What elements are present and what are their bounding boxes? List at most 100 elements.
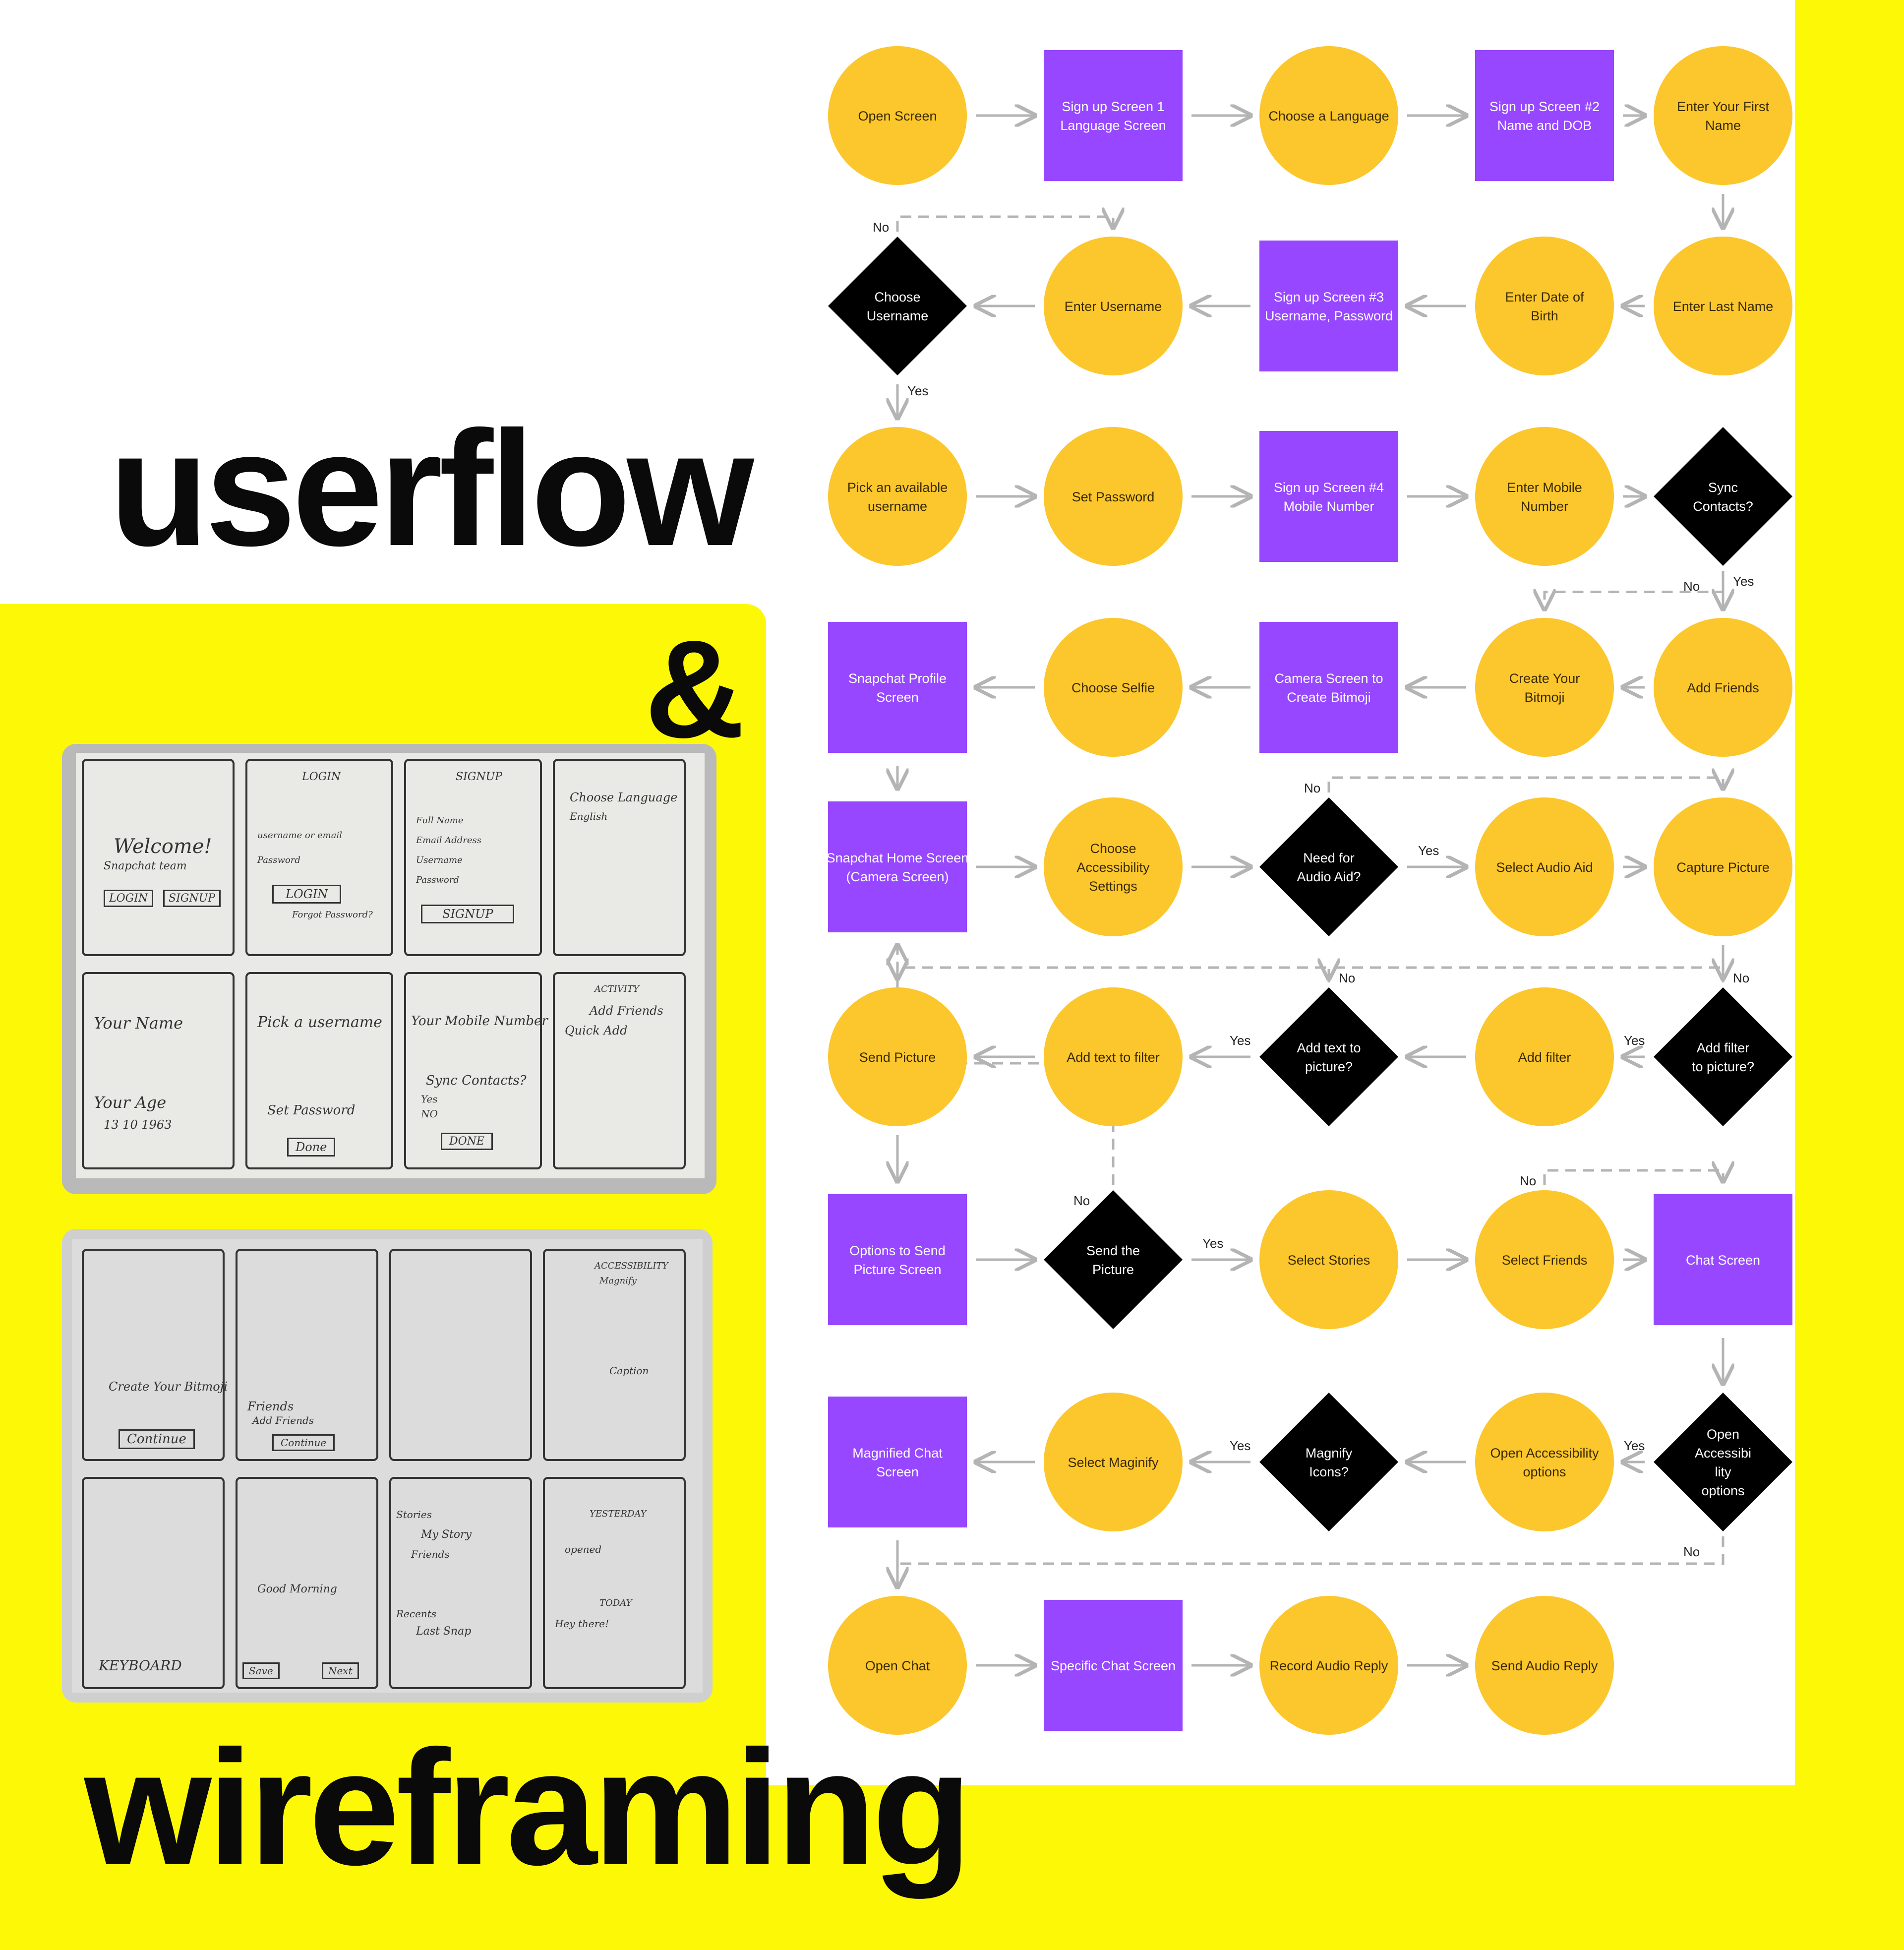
flow-edge-label: No <box>1520 1173 1536 1188</box>
flow-node-n2: Sign up Screen 1 Language Screen <box>1044 50 1183 181</box>
flow-node-label: Enter Your First <box>1677 99 1770 114</box>
flow-circle <box>1475 427 1614 566</box>
flow-circle <box>1044 237 1183 375</box>
flow-node-n44: Send Audio Reply <box>1475 1596 1614 1735</box>
flow-edge-label: Yes <box>1230 1033 1250 1048</box>
flow-edge-label: Yes <box>1202 1236 1223 1251</box>
flow-node-label: Camera Screen to <box>1274 671 1383 686</box>
flow-circle <box>1475 987 1614 1126</box>
flow-node-label: Accessibility <box>1076 860 1150 875</box>
flow-node-label: Accessibi <box>1695 1446 1751 1461</box>
flow-screen <box>828 622 967 753</box>
flow-circle <box>1475 1393 1614 1531</box>
flow-edge <box>1543 1170 1723 1185</box>
flow-circle <box>1259 1596 1398 1735</box>
flow-circle <box>1044 797 1183 936</box>
wireframe-add-friends: ACTIVITY Add Friends Quick Add <box>553 972 686 1169</box>
flow-circle <box>1044 987 1183 1126</box>
flow-edge-label: No <box>1683 579 1700 594</box>
flow-node-label: Record Audio Reply <box>1270 1658 1388 1673</box>
flow-node-label: options <box>1523 1464 1566 1479</box>
flow-edge <box>897 968 1330 982</box>
flow-node-label: Magnified Chat <box>852 1446 943 1461</box>
flow-node-label: Picture <box>1092 1262 1134 1277</box>
flow-node-label: Pick an available <box>847 480 948 495</box>
flow-circle <box>828 427 967 566</box>
flow-edge <box>1329 968 1725 982</box>
flow-node-n42: Specific Chat Screen <box>1044 1600 1183 1731</box>
flow-node-label: Open Chat <box>865 1658 930 1673</box>
flow-edge <box>1327 778 1723 792</box>
flow-node-label: Set Password <box>1072 489 1155 504</box>
flow-edge-label: No <box>1339 971 1355 985</box>
flow-node-n26: Send Picture <box>828 987 967 1126</box>
flow-node-label: Language Screen <box>1060 118 1166 133</box>
flow-node-label: Options to Send <box>849 1243 946 1258</box>
flow-screen <box>828 801 967 932</box>
flow-node-n35: Chat Screen <box>1654 1194 1792 1325</box>
flow-node-n25: Capture Picture <box>1654 797 1792 936</box>
flow-node-label: Add filter <box>1697 1040 1750 1055</box>
flow-node-label: Sign up Screen 1 <box>1062 99 1164 114</box>
flow-circle <box>1654 618 1792 757</box>
flow-circle <box>1654 237 1792 375</box>
flow-node-label: Need for <box>1303 851 1355 865</box>
flow-node-label: options <box>1701 1483 1744 1498</box>
flow-node-label: Number <box>1521 499 1568 514</box>
wireframe-login: LOGIN username or email Password LOGIN F… <box>245 759 393 956</box>
flow-node-n20: Add Friends <box>1654 618 1792 757</box>
flow-node-label: Audio Aid? <box>1297 869 1361 884</box>
wireframe-accessibility: ACCESSIBILITY Magnify Caption <box>543 1249 686 1461</box>
flow-node-label: Icons? <box>1309 1464 1349 1479</box>
flow-node-label: Choose a Language <box>1268 109 1389 123</box>
flow-node-label: Choose <box>1090 841 1136 856</box>
wireframe-photo-2: Create Your Bitmoji Continue Friends Add… <box>62 1229 713 1703</box>
flow-node-label: Picture Screen <box>853 1262 941 1277</box>
flow-circle <box>1654 46 1792 185</box>
flow-edge-label: No <box>1073 1193 1090 1208</box>
flow-node-label: Screen <box>876 1464 919 1479</box>
flow-circle <box>1475 618 1614 757</box>
flow-circle <box>1259 1190 1398 1329</box>
flow-edge-label: No <box>1683 1544 1700 1559</box>
flow-decision <box>1259 797 1398 936</box>
flow-node-label: lity <box>1715 1464 1731 1479</box>
wireframe-keyboard: KEYBOARD <box>82 1477 225 1689</box>
flow-node-label: Select Maginify <box>1068 1455 1159 1470</box>
wireframe-camera <box>389 1249 532 1461</box>
wireframe-username: Pick a username Set Password Done <box>245 972 393 1169</box>
heading-ampersand: & <box>645 612 745 767</box>
flow-node-label: Enter Username <box>1065 299 1162 314</box>
flow-node-n1: Open Screen <box>828 46 967 185</box>
flow-edge-label: Yes <box>1624 1033 1645 1048</box>
wireframe-profile: Friends Add Friends Continue <box>236 1249 378 1461</box>
flow-node-label: Add text to filter <box>1067 1050 1160 1065</box>
heading-userflow: userflow <box>109 397 754 580</box>
flow-node-n17: Choose Selfie <box>1044 618 1183 757</box>
flow-circle <box>1259 46 1398 185</box>
flow-node-label: Enter Last Name <box>1673 299 1774 314</box>
flow-node-label: Send the <box>1086 1243 1140 1258</box>
flow-node-label: Add text to <box>1297 1040 1361 1055</box>
flow-node-label: Add Friends <box>1687 680 1759 695</box>
flow-node-label: Birth <box>1531 308 1558 323</box>
wireframe-create-bitmoji: Create Your Bitmoji Continue <box>82 1249 228 1461</box>
flow-circle <box>1044 427 1183 566</box>
flow-node-label: Create Your <box>1509 671 1580 686</box>
flow-node-label: Chat Screen <box>1686 1253 1760 1268</box>
flow-node-label: Choose <box>874 290 920 305</box>
flow-node-n7: Enter Username <box>1044 237 1183 375</box>
flow-edge <box>896 217 1113 232</box>
